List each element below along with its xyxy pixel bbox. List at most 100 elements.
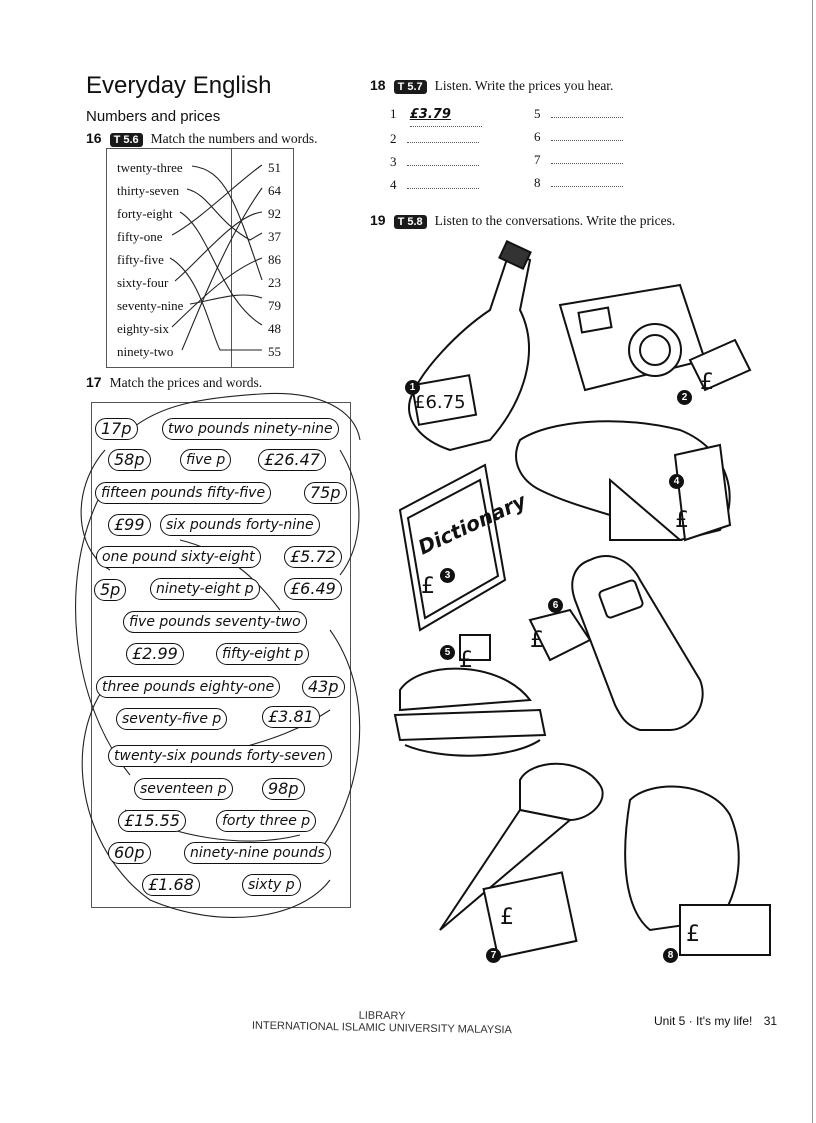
price-bubble[interactable]: 98p xyxy=(262,778,305,800)
word-item[interactable]: forty-eight xyxy=(117,206,173,221)
price-bubble[interactable]: sixty p xyxy=(242,874,301,896)
answer-blank[interactable] xyxy=(406,130,479,143)
price-bubble[interactable]: forty three p xyxy=(216,810,317,832)
answer-row: 7 xyxy=(534,148,623,171)
price-bubble[interactable]: £99 xyxy=(108,514,151,536)
price-tag: £ xyxy=(421,574,435,599)
price-bubble[interactable]: ninety-eight p xyxy=(150,578,260,600)
price-tag: £ xyxy=(530,628,544,653)
word-item[interactable]: eighty-six xyxy=(117,321,169,336)
number-item[interactable]: 51 xyxy=(268,160,281,175)
word-list: twenty-three thirty-seven forty-eight fi… xyxy=(117,156,183,363)
price-bubble[interactable]: £1.68 xyxy=(142,874,200,896)
number-item[interactable]: 48 xyxy=(268,321,281,336)
footer-separator: · xyxy=(688,1014,697,1028)
price-bubble[interactable]: 75p xyxy=(304,482,347,504)
price-bubble[interactable]: 5p xyxy=(94,579,127,601)
scan-edge xyxy=(812,0,813,1123)
camera-icon xyxy=(558,283,752,392)
price-bubble[interactable]: seventeen p xyxy=(134,778,233,800)
price-bubble[interactable]: 17p xyxy=(95,418,138,440)
word-item[interactable]: ninety-two xyxy=(117,344,174,359)
answer-row: 2 xyxy=(390,127,482,150)
word-item[interactable]: thirty-seven xyxy=(117,183,180,198)
unit-title: It's my life! xyxy=(696,1014,753,1028)
price-bubble[interactable]: £6.49 xyxy=(284,578,342,600)
exercise-instruction: Listen to the conversations. Write the p… xyxy=(434,213,676,228)
answer-row: 3 xyxy=(390,150,482,173)
number-item[interactable]: 86 xyxy=(268,252,281,267)
word-item[interactable]: sixty-four xyxy=(117,275,169,290)
item-number-badge: 8 xyxy=(663,948,678,963)
prices-box xyxy=(91,402,351,908)
price-bubble[interactable]: £3.81 xyxy=(262,706,320,728)
price-bubble[interactable]: ninety-nine pounds xyxy=(184,842,331,864)
item-number-badge: 7 xyxy=(486,948,501,963)
word-item[interactable]: fifty-five xyxy=(117,252,164,267)
library-stamp: LIBRARY INTERNATIONAL ISLAMIC UNIVERSITY… xyxy=(250,1008,514,1037)
audio-track-tag: T 5.6 xyxy=(109,133,143,147)
price-bubble[interactable]: 60p xyxy=(108,842,151,864)
number-item[interactable]: 23 xyxy=(268,275,281,290)
answer-blank[interactable] xyxy=(406,153,479,166)
matching-lines xyxy=(169,164,263,351)
price-tag: £ xyxy=(700,370,714,395)
price-bubble[interactable]: six pounds forty-nine xyxy=(160,514,320,536)
answer-blank[interactable] xyxy=(550,128,623,141)
illustrations xyxy=(393,240,771,959)
mobile-phone-icon xyxy=(528,555,704,731)
answer-blank[interactable] xyxy=(550,151,623,164)
price-bubble[interactable]: £5.72 xyxy=(284,546,342,568)
handbag-icon xyxy=(624,785,771,956)
price-bubble[interactable]: one pound sixty-eight xyxy=(96,546,261,568)
answer-value[interactable]: £3.79 xyxy=(409,103,482,127)
price-bubble[interactable]: £15.55 xyxy=(118,810,186,832)
number-item[interactable]: 55 xyxy=(268,344,281,359)
price-bubble[interactable]: twenty-six pounds forty-seven xyxy=(108,745,332,767)
exercise-16-heading: 16 T 5.6 Match the numbers and words. xyxy=(86,130,318,148)
price-bubble[interactable]: seventy-five p xyxy=(116,708,228,730)
word-item[interactable]: twenty-three xyxy=(117,160,183,175)
price-tag: £ xyxy=(675,508,689,533)
answer-blank[interactable] xyxy=(406,176,479,189)
burger-icon xyxy=(393,634,547,757)
number-item[interactable]: 92 xyxy=(268,206,281,221)
exercise-18-heading: 18 T 5.7 Listen. Write the prices you he… xyxy=(370,77,613,95)
price-bubble[interactable]: 58p xyxy=(108,449,151,471)
price-bubble[interactable]: fifty-eight p xyxy=(216,643,310,665)
audio-track-tag: T 5.7 xyxy=(393,80,427,94)
page-number: 31 xyxy=(763,1014,778,1028)
number-list: 51 64 92 37 86 23 79 48 55 xyxy=(268,156,281,363)
number-item[interactable]: 37 xyxy=(268,229,281,244)
exercise-instruction: Match the numbers and words. xyxy=(150,131,318,146)
answer-blank[interactable] xyxy=(550,105,623,118)
item-number-badge: 2 xyxy=(677,390,692,405)
number-item[interactable]: 64 xyxy=(268,183,281,198)
item-number-badge: 3 xyxy=(440,568,455,583)
price-bubble[interactable]: five p xyxy=(180,449,232,471)
section-subtitle: Numbers and prices xyxy=(86,108,221,125)
price-bubble[interactable]: £26.47 xyxy=(258,449,326,471)
price-bubble[interactable]: 43p xyxy=(302,676,345,698)
answer-blank[interactable] xyxy=(550,174,623,187)
exercise-number: 19 xyxy=(370,212,386,228)
answer-row: 4 xyxy=(390,173,482,196)
answer-row: 8 xyxy=(534,171,623,194)
unit-label: Unit 5 xyxy=(654,1014,686,1028)
price-bubble[interactable]: five pounds seventy-two xyxy=(123,611,307,633)
item-number-badge: 4 xyxy=(669,474,684,489)
number-item[interactable]: 79 xyxy=(268,298,281,313)
price-bubble[interactable]: two pounds ninety-nine xyxy=(162,418,339,440)
answer-list-right: 5 6 7 8 xyxy=(534,102,623,194)
exercise-17-heading: 17 Match the prices and words. xyxy=(86,374,262,392)
price-bubble[interactable]: fifteen pounds fifty-five xyxy=(95,482,272,504)
item-number-badge: 1 xyxy=(405,380,420,395)
word-item[interactable]: fifty-one xyxy=(117,229,163,244)
price-bubble[interactable]: £2.99 xyxy=(126,643,184,665)
word-item[interactable]: seventy-nine xyxy=(117,298,184,313)
answer-row: 6 xyxy=(534,125,623,148)
answer-list-left: 1 £3.79 2 3 4 xyxy=(390,102,482,196)
price-tag: £ xyxy=(459,648,473,673)
price-bubble[interactable]: three pounds eighty-one xyxy=(96,676,281,698)
exercise-number: 16 xyxy=(86,130,102,146)
